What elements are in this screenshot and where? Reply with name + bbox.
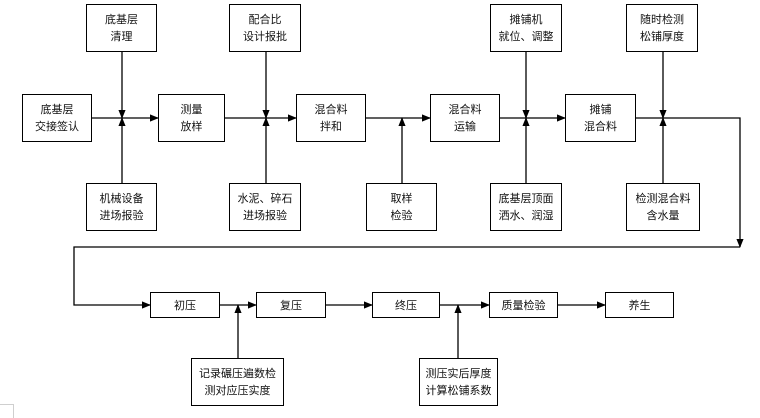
node-line: 记录碾压遍数检	[199, 367, 276, 380]
node-sampling: 取样 检验	[366, 183, 437, 231]
node-line: 拌和	[320, 120, 342, 133]
node-base-clean: 底基层 清理	[86, 4, 157, 52]
node-line: 进场报验	[99, 209, 144, 222]
node-line: 交接签认	[35, 120, 79, 133]
node-record-passes: 记录碾压遍数检 测对应压实度	[191, 358, 284, 406]
node-line: 配合比	[248, 13, 282, 26]
node-line: 就位、调整	[498, 30, 554, 43]
node-equipment: 机械设备 进场报验	[86, 183, 157, 231]
node-line: 检测混合料	[635, 192, 691, 205]
node-pave: 摊铺 混合料	[565, 94, 636, 142]
node-line: 测对应压实度	[204, 384, 271, 397]
node-line: 底基层	[105, 13, 138, 26]
node-line: 含水量	[646, 209, 680, 222]
node-line: 取样	[390, 192, 413, 205]
node-line: 检验	[390, 209, 413, 222]
node-measure-compact: 测压实后厚度 计算松铺系数	[419, 358, 498, 406]
node-loose-thickness: 随时检测 松铺厚度	[626, 4, 698, 52]
node-line: 摊铺	[589, 103, 612, 116]
node-materials: 水泥、碎石 进场报验	[229, 183, 301, 231]
node-curing: 养生	[605, 292, 674, 318]
page-corner-mark	[0, 404, 14, 418]
node-line: 摊铺机	[509, 13, 543, 26]
node-line: 运输	[454, 120, 476, 133]
node-line: 复压	[280, 298, 302, 312]
edge-pave-to-row2	[636, 117, 744, 248]
node-line: 水泥、碎石	[237, 192, 293, 205]
node-line: 设计报批	[243, 30, 287, 43]
node-line: 养生	[628, 298, 651, 312]
node-line: 洒水、润湿	[498, 209, 554, 222]
node-line: 初压	[174, 298, 196, 312]
node-line: 底基层顶面	[498, 192, 554, 205]
node-line: 进场报验	[243, 209, 287, 222]
node-line: 测压实后厚度	[425, 367, 492, 380]
node-mix-ratio: 配合比 设计报批	[229, 4, 301, 52]
node-mix: 混合料 拌和	[296, 94, 366, 142]
node-base-handover: 底基层 交接签认	[22, 94, 92, 142]
node-base-wetting: 底基层顶面 洒水、润湿	[490, 183, 562, 231]
node-line: 终压	[395, 298, 417, 312]
node-line: 放样	[180, 120, 203, 133]
node-line: 混合料	[448, 103, 482, 116]
node-initial-press: 初压	[150, 292, 220, 318]
node-line: 测量	[180, 103, 203, 116]
node-line: 混合料	[314, 103, 348, 116]
node-line: 清理	[110, 30, 133, 43]
node-line: 底基层	[40, 103, 74, 116]
edge-row2-return	[73, 246, 740, 309]
node-line: 机械设备	[99, 192, 144, 205]
node-moisture: 检测混合料 含水量	[626, 183, 700, 231]
node-paver-position: 摊铺机 就位、调整	[490, 4, 562, 52]
node-re-press: 复压	[256, 292, 326, 318]
node-quality: 质量检验	[489, 292, 558, 318]
node-survey: 测量 放样	[158, 94, 225, 142]
node-transport: 混合料 运输	[430, 94, 500, 142]
node-line: 混合料	[584, 120, 617, 133]
node-line: 计算松铺系数	[425, 384, 492, 397]
node-final-press: 终压	[372, 292, 440, 318]
node-line: 随时检测	[640, 13, 684, 26]
node-line: 松铺厚度	[640, 30, 684, 43]
node-line: 质量检验	[501, 298, 546, 312]
